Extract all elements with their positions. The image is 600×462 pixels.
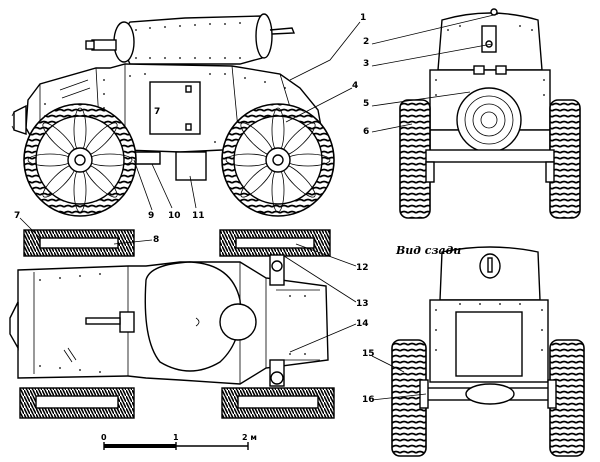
callout-13: 13 <box>356 299 369 309</box>
callout-12: 12 <box>356 263 369 273</box>
callout-5: 5 <box>363 99 369 109</box>
scale-end: 2 м <box>242 433 257 442</box>
callout-11: 11 <box>192 211 205 221</box>
side-rear-wheel <box>23 103 137 217</box>
rear-view <box>391 246 585 457</box>
callout-14: 14 <box>356 319 369 329</box>
callout-9: 9 <box>148 211 154 221</box>
side-front-wheel <box>221 103 335 217</box>
callout-8: 8 <box>153 235 159 245</box>
callout-4: 4 <box>352 81 358 91</box>
front-view <box>399 8 581 219</box>
callout-2: 2 <box>363 37 369 47</box>
scale-mid: 1 <box>173 433 179 442</box>
leader-lines <box>19 13 499 401</box>
callout-1: 1 <box>360 13 366 23</box>
side-view <box>11 13 335 217</box>
callout-15: 15 <box>362 349 375 359</box>
scale-start: 0 <box>101 433 107 442</box>
callout-3: 3 <box>363 59 369 69</box>
callout-7: 7 <box>14 211 20 221</box>
scale-bar: 0 1 2 м <box>101 433 257 450</box>
rear-view-caption: Вид сзади <box>395 244 461 257</box>
door-marker: 7 <box>154 107 160 117</box>
gun-barrel <box>91 39 117 51</box>
callout-6: 6 <box>363 127 369 137</box>
callout-16: 16 <box>362 395 375 405</box>
top-view <box>9 229 335 419</box>
callout-10: 10 <box>168 211 181 221</box>
callout-labels: 1 2 3 4 5 6 7 8 9 10 11 12 13 14 15 16 7 <box>14 13 375 405</box>
